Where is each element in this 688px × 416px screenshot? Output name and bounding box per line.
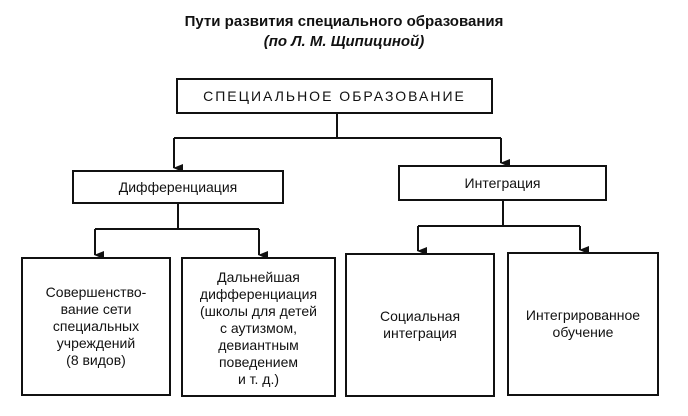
node-differentiation: Дифференциация (72, 170, 284, 204)
diagram-subtitle: (по Л. М. Щипициной) (263, 33, 425, 50)
node-integration: Интеграция (398, 165, 607, 201)
node-social-integration: Социальная интеграция (345, 253, 495, 397)
node-integrated-learning: Интегрированное обучение (507, 252, 659, 396)
diagram-title: Пути развития специального образования (184, 13, 504, 30)
node-further-differentiation: Дальнейшая дифференциация (школы для дет… (181, 257, 336, 397)
node-special-education: СПЕЦИАЛЬНОЕ ОБРАЗОВАНИЕ (176, 78, 493, 114)
node-network-development: Совершенство- вание сети специальных учр… (21, 257, 171, 396)
